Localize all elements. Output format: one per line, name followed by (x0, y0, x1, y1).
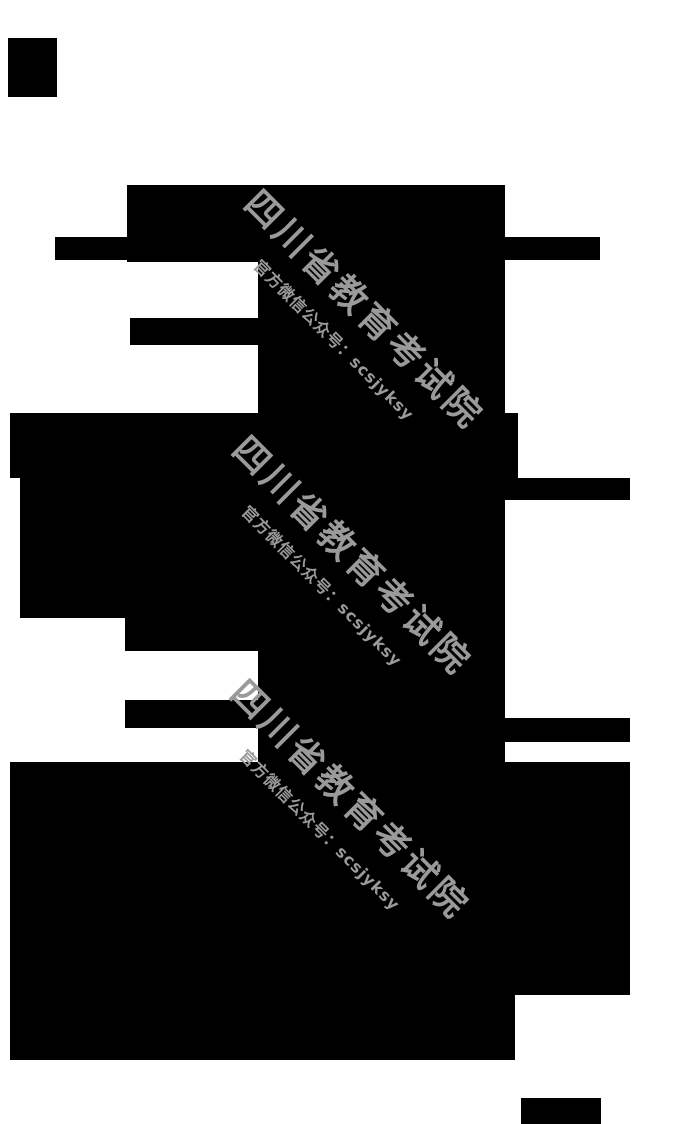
redacted-block-band2-main (20, 478, 505, 618)
redacted-block-band3-right-bar (505, 718, 630, 742)
redacted-block-bottom-right-bar (521, 1098, 601, 1124)
redacted-block-band3-column (258, 651, 505, 762)
redacted-block-band3-left-arm (125, 700, 258, 728)
redacted-block-top-left-square (8, 38, 57, 97)
redacted-block-band4-right (515, 762, 630, 995)
redacted-block-band1-left-arm (130, 318, 258, 345)
redacted-block-band2-top (10, 413, 518, 478)
redacted-block-band1-left-bar (55, 237, 127, 260)
redacted-block-band1-right-bar (505, 237, 600, 260)
redacted-block-band1-column (258, 185, 505, 413)
redacted-block-band2-bottom (125, 618, 505, 651)
redacted-block-band4-main (10, 762, 515, 1060)
